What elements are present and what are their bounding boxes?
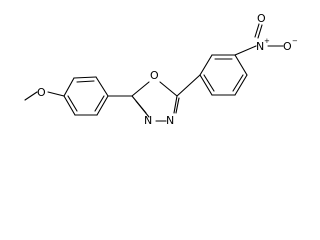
bond-oxadiazole-aryl: [176, 74, 201, 97]
methoxy-oxygen-label: O: [37, 86, 46, 99]
nitro-oxygen-bottom-label: O: [283, 40, 292, 53]
nitro-nitrogen-charge: +: [264, 37, 270, 45]
methoxyphenyl-ring: [63, 76, 109, 116]
nitrophenyl-ring: [199, 54, 248, 96]
ring-nitrogen-right-label: N: [166, 114, 174, 127]
ring-nitrogen-left-label: N: [144, 114, 152, 127]
bond-aryl-nitro: [234, 45, 257, 56]
bond-nitro-o-top: [257, 24, 263, 39]
bond-nitro-o-top-double: [254, 23, 260, 38]
oxadiazole-ring: [131, 81, 180, 122]
ring-oxygen-label: O: [150, 69, 159, 82]
molecule-structure: O O N N N + O O −: [24, 12, 298, 127]
bond-oxygen-aryl: [47, 91, 65, 97]
bond-methyl-oxygen: [24, 91, 38, 101]
nitro-oxygen-bottom-charge: −: [292, 37, 298, 45]
nitro-nitrogen-label: N: [256, 40, 264, 53]
nitro-oxygen-top-label: O: [257, 12, 266, 25]
